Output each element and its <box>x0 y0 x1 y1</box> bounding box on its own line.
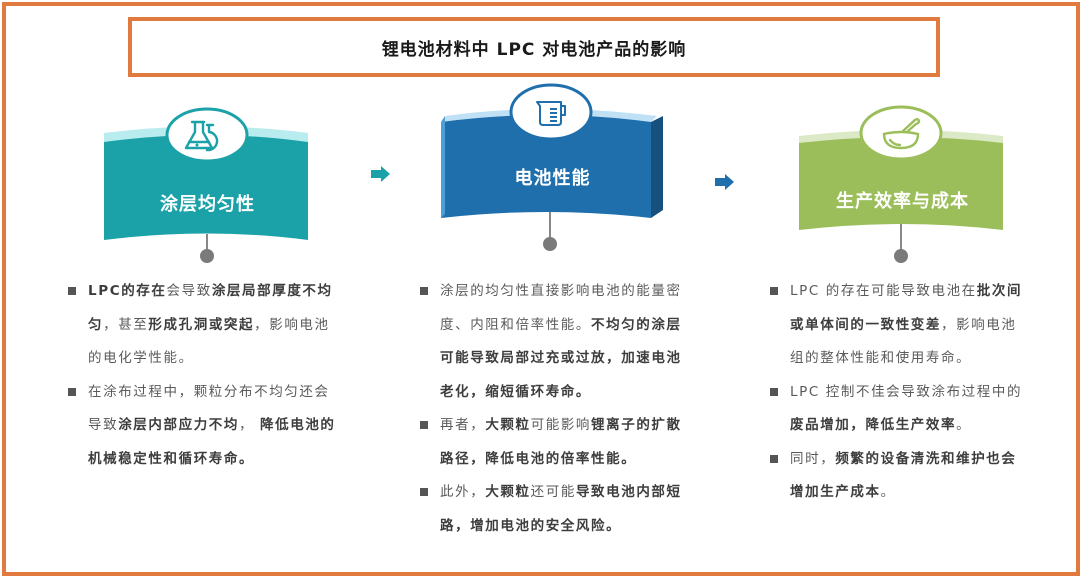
bullet-item: 在涂布过程中，颗粒分布不均匀还会导致涂层内部应力不均， 降低电池的机械稳定性和循… <box>66 376 338 477</box>
measuring-cup-icon <box>508 82 594 146</box>
bullet-text-bold: 大颗粒 <box>485 417 531 433</box>
banner-label: 涂层均匀性 <box>160 194 255 215</box>
flask-icon <box>164 106 250 168</box>
bullet-text: ，影响电池的电化学性能。 <box>88 316 330 367</box>
page-title: 锂电池材料中 LPC 对电池产品的影响 <box>381 39 687 60</box>
bullet-text: 。 <box>956 417 972 433</box>
bullet-text-bold: 导致电池内部短路，增加电池的安全风险。 <box>440 484 682 534</box>
bullet-text: 还可能 <box>530 484 576 500</box>
bullet-item: 同时，频繁的设备清洗和维护也会增加生产成本。 <box>768 443 1030 510</box>
banner-shape <box>441 109 663 251</box>
square-bullet-icon <box>770 454 778 463</box>
bullet-text-bold: 形成孔洞或突起 <box>148 316 255 333</box>
arrow-right-icon <box>370 166 392 186</box>
bullet-text: 在涂布过程中，颗粒分布不均匀还会导致 <box>88 383 330 434</box>
bullet-item: 此外，大颗粒还可能导致电池内部短路，增加电池的安全风险。 <box>418 476 690 543</box>
card-efficiency-cost: 生产效率与成本 <box>795 100 1010 265</box>
bullet-list-performance: 涂层的均匀性直接影响电池的能量密度、内阻和倍率性能。不均匀的涂层可能导致局部过充… <box>418 275 690 543</box>
bullet-text-bold: 不均匀的涂层可能导致局部过充或过放，加速电池老化，缩短循环寿命。 <box>440 316 682 400</box>
bullet-list-efficiency: LPC 的存在可能导致电池在批次间或单体间的一致性变差，影响电池组的整体性能和使… <box>768 275 1030 510</box>
bullet-text: 再者， <box>440 417 486 433</box>
bullet-text: 会导致 <box>166 283 212 299</box>
square-bullet-icon <box>770 387 778 396</box>
banner-label: 电池性能 <box>514 168 591 189</box>
bullet-text-bold: LPC的存在 <box>88 283 167 299</box>
square-bullet-icon <box>770 287 778 295</box>
banner-label: 生产效率与成本 <box>836 191 969 212</box>
bullet-text: ，甚至 <box>103 316 149 333</box>
bullet-item: LPC 的存在可能导致电池在批次间或单体间的一致性变差，影响电池组的整体性能和使… <box>768 275 1030 376</box>
square-bullet-icon <box>420 488 428 496</box>
bullet-text-bold: 降低电池的机械稳定性和循环寿命。 <box>88 417 336 467</box>
bullet-text: 同时， <box>790 450 836 467</box>
card-battery-performance: 电池性能 <box>435 80 670 260</box>
arrow-right-icon <box>714 174 736 194</box>
bullet-text-bold: 频繁的设备清洗和维护也会增加生产成本 <box>790 450 1017 501</box>
square-bullet-icon <box>420 421 428 429</box>
bullet-text-bold: 锂离子的扩散路径，降低电池的倍率性能。 <box>440 417 682 467</box>
bullet-text-bold: 批次间或单体间的一致性变差 <box>790 283 1023 333</box>
bullet-text: 此外， <box>440 484 486 500</box>
bullet-item: 再者，大颗粒可能影响锂离子的扩散路径，降低电池的倍率性能。 <box>418 409 690 476</box>
mortar-pestle-icon <box>858 104 944 166</box>
square-bullet-icon <box>68 287 76 295</box>
bullet-item: 涂层的均匀性直接影响电池的能量密度、内阻和倍率性能。不均匀的涂层可能导致局部过充… <box>418 275 690 409</box>
bullet-text-bold: 大颗粒 <box>485 484 531 500</box>
bullet-text: 涂层的均匀性直接影响电池的能量密度、内阻和倍率性能。 <box>440 283 682 333</box>
bullet-text: ， <box>239 417 261 433</box>
bullet-text: 。 <box>880 484 896 500</box>
bullet-text: LPC 的存在可能导致电池在 <box>790 283 977 299</box>
title-box: 锂电池材料中 LPC 对电池产品的影响 <box>128 17 940 77</box>
banner-shape <box>104 126 308 263</box>
bullet-text-bold: 废品增加，降低生产效率 <box>790 417 957 433</box>
square-bullet-icon <box>68 387 76 396</box>
bullet-text: LPC 控制不佳会导致涂布过程中的 <box>790 383 1023 400</box>
bullet-item: LPC 控制不佳会导致涂布过程中的废品增加，降低生产效率。 <box>768 376 1030 443</box>
bullet-text: ，影响电池组的整体性能和使用寿命。 <box>790 316 1017 367</box>
bullet-list-coating: LPC的存在会导致涂层局部厚度不均匀，甚至形成孔洞或突起，影响电池的电化学性能。… <box>66 275 338 476</box>
square-bullet-icon <box>420 287 428 295</box>
bullet-text: 可能影响 <box>530 417 592 433</box>
bullet-text-bold: 涂层局部厚度不均匀 <box>88 283 333 333</box>
bullet-item: LPC的存在会导致涂层局部厚度不均匀，甚至形成孔洞或突起，影响电池的电化学性能。 <box>66 275 338 376</box>
bullet-text-bold: 涂层内部应力不均 <box>118 417 240 433</box>
card-coating-uniformity: 涂层均匀性 <box>100 100 315 265</box>
